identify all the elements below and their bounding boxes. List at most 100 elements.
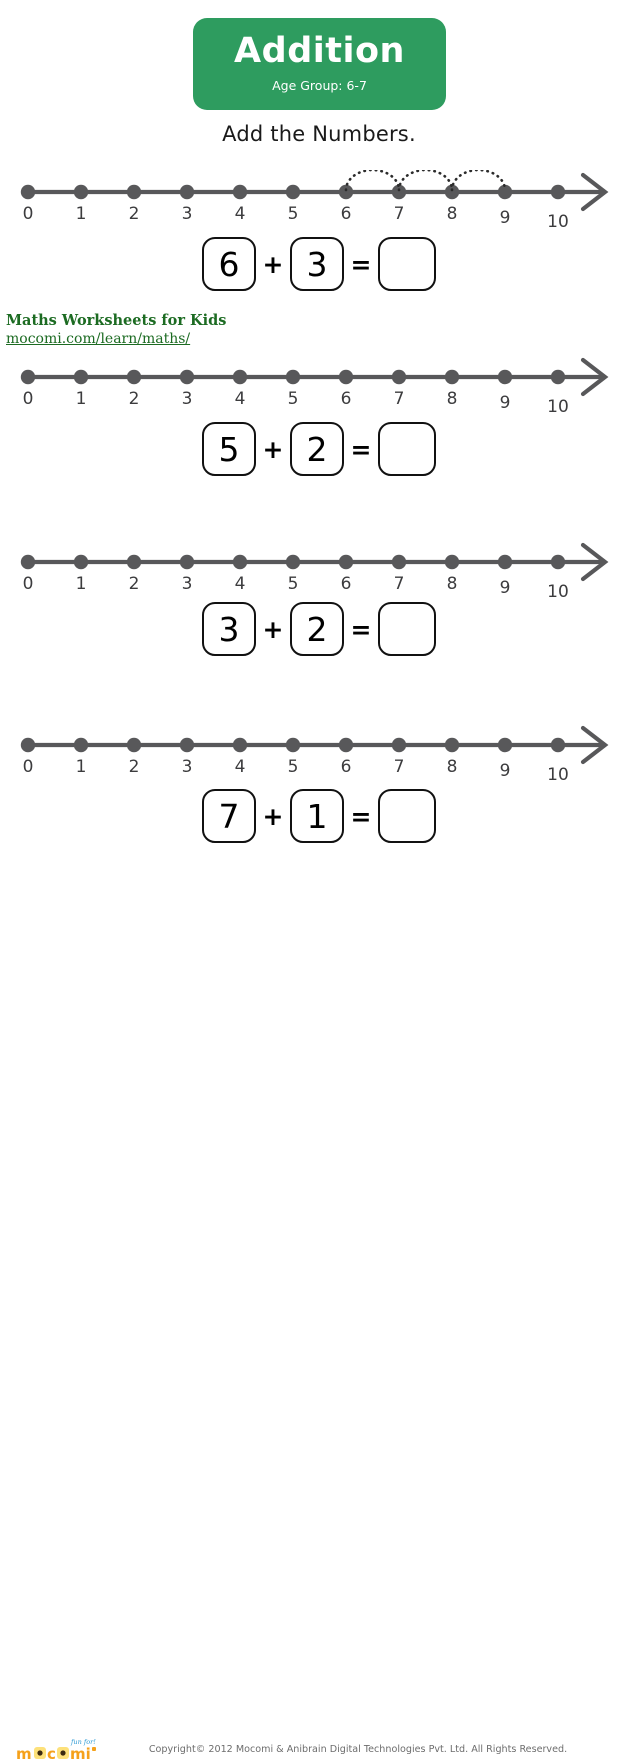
number-line-dot-8 — [444, 554, 460, 570]
number-line-dot-1 — [73, 554, 89, 570]
number-line-dot-6 — [338, 737, 354, 753]
number-line-label-10: 10 — [547, 765, 569, 785]
page-title: Addition — [234, 30, 405, 71]
number-line-label-0: 0 — [22, 757, 34, 777]
number-line-label-3: 3 — [181, 204, 193, 224]
number-line-label-9: 9 — [499, 761, 511, 781]
number-line-dot-6 — [338, 369, 354, 385]
number-line-label-1: 1 — [75, 204, 87, 224]
number-line-label-10: 10 — [547, 582, 569, 602]
number-line-dot-0 — [20, 369, 36, 385]
number-line-dot-10 — [550, 554, 566, 570]
number-line-label-5: 5 — [287, 757, 299, 777]
number-line-dot-5 — [285, 369, 301, 385]
addend-b-box-4: 1 — [290, 789, 344, 843]
number-line-dot-2 — [126, 554, 142, 570]
number-line-label-2: 2 — [128, 204, 140, 224]
plus-sign-4: + — [262, 801, 284, 831]
number-line-dot-5 — [285, 554, 301, 570]
instruction-text: Add the Numbers. — [222, 122, 416, 146]
number-line-dot-7 — [391, 737, 407, 753]
worksheet-header-badge: Addition Age Group: 6-7 — [193, 18, 446, 110]
number-line-label-2: 2 — [128, 574, 140, 594]
number-line-label-2: 2 — [128, 389, 140, 409]
number-line-dot-2 — [126, 369, 142, 385]
watermark: Maths Worksheets for Kids mocomi.com/lea… — [6, 312, 226, 348]
number-line-dot-6 — [338, 554, 354, 570]
number-line-dot-9 — [497, 737, 513, 753]
number-line-dot-7 — [391, 554, 407, 570]
number-line-label-8: 8 — [446, 389, 458, 409]
number-line-label-9: 9 — [499, 393, 511, 413]
plus-sign-1: + — [262, 249, 284, 279]
number-line-dot-1 — [73, 184, 89, 200]
addend-a-box-1: 6 — [202, 237, 256, 291]
number-line-label-8: 8 — [446, 757, 458, 777]
number-line-dot-8 — [444, 184, 460, 200]
equation-row-4: 7+1= — [0, 789, 638, 843]
number-line-dot-5 — [285, 184, 301, 200]
number-line-axis-3 — [20, 542, 609, 582]
number-line-dot-9 — [497, 369, 513, 385]
number-line-label-2: 2 — [128, 757, 140, 777]
answer-box-3[interactable] — [378, 602, 436, 656]
number-line-dot-4 — [232, 554, 248, 570]
number-line-dot-5 — [285, 737, 301, 753]
number-line-label-3: 3 — [181, 757, 193, 777]
number-line-label-0: 0 — [22, 389, 34, 409]
number-line-dot-10 — [550, 369, 566, 385]
equals-sign-4: = — [350, 801, 372, 831]
number-line-label-1: 1 — [75, 757, 87, 777]
equals-sign-3: = — [350, 614, 372, 644]
number-line-dot-3 — [179, 184, 195, 200]
number-line-label-5: 5 — [287, 204, 299, 224]
number-line-dot-3 — [179, 554, 195, 570]
number-line-dot-9 — [497, 554, 513, 570]
equals-sign-2: = — [350, 434, 372, 464]
answer-box-1[interactable] — [378, 237, 436, 291]
number-line-label-6: 6 — [340, 204, 352, 224]
number-line-label-7: 7 — [393, 757, 405, 777]
watermark-link[interactable]: mocomi.com/learn/maths/ — [6, 331, 191, 348]
number-line-dot-7 — [391, 184, 407, 200]
hop-arc-8-to-9 — [450, 170, 507, 192]
number-line-dot-8 — [444, 737, 460, 753]
copyright-text: Copyright© 2012 Mocomi & Anibrain Digita… — [148, 1744, 568, 1755]
number-line-arrow-4 — [580, 725, 609, 765]
answer-box-2[interactable] — [378, 422, 436, 476]
number-line-dot-7 — [391, 369, 407, 385]
number-line-label-7: 7 — [393, 204, 405, 224]
number-line-label-3: 3 — [181, 389, 193, 409]
number-line-label-0: 0 — [22, 574, 34, 594]
number-line-label-6: 6 — [340, 757, 352, 777]
number-line-label-10: 10 — [547, 397, 569, 417]
number-line-dot-0 — [20, 554, 36, 570]
hop-arc-7-to-8 — [397, 170, 454, 192]
number-line-dot-10 — [550, 737, 566, 753]
plus-sign-2: + — [262, 434, 284, 464]
number-line-label-4: 4 — [234, 757, 246, 777]
number-line-label-7: 7 — [393, 574, 405, 594]
number-line-label-9: 9 — [499, 208, 511, 228]
plus-sign-3: + — [262, 614, 284, 644]
number-line-dot-4 — [232, 184, 248, 200]
equation-row-2: 5+2= — [0, 422, 638, 476]
number-line-dot-8 — [444, 369, 460, 385]
number-line-arrow-3 — [580, 542, 609, 582]
number-line-label-0: 0 — [22, 204, 34, 224]
number-line-dot-9 — [497, 184, 513, 200]
number-line-dot-3 — [179, 369, 195, 385]
number-line-label-4: 4 — [234, 574, 246, 594]
number-line-dot-4 — [232, 369, 248, 385]
equation-row-1: 6+3= — [0, 237, 638, 291]
number-line-arrow-1 — [580, 172, 609, 212]
number-line-dot-1 — [73, 737, 89, 753]
hop-arc-6-to-7 — [344, 170, 401, 192]
number-line-dot-1 — [73, 369, 89, 385]
number-line-label-6: 6 — [340, 574, 352, 594]
answer-box-4[interactable] — [378, 789, 436, 843]
addend-a-box-3: 3 — [202, 602, 256, 656]
